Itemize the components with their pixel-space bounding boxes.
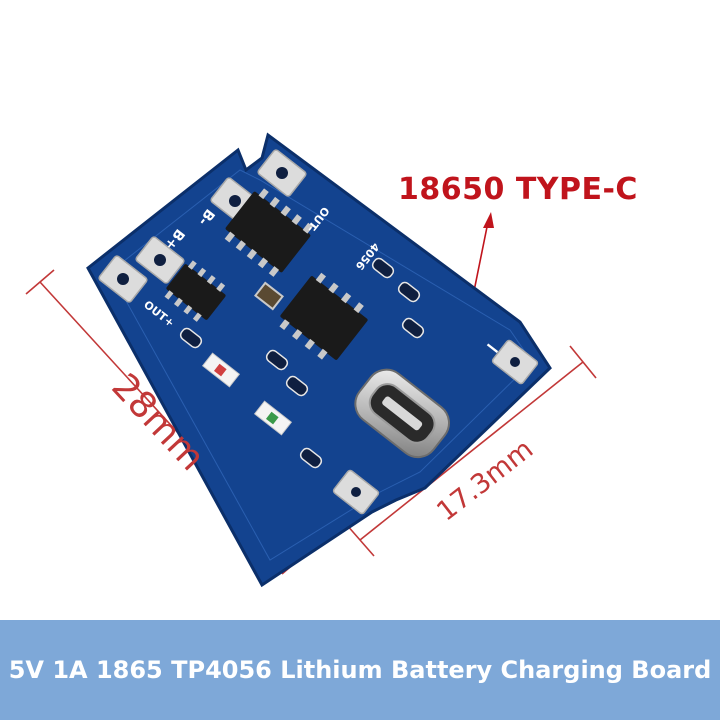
- caption-text: 5V 1A 1865 TP4056 Lithium Battery Chargi…: [8, 656, 712, 684]
- chip-tp4056: [279, 272, 368, 360]
- pcb-body: [86, 132, 552, 588]
- chip-protection-ic: [224, 188, 313, 277]
- inductor: [254, 281, 284, 311]
- led-indicators: [201, 352, 293, 436]
- product-photo: B- B+ OUT- 4056 OUT+ − 28mm 17.3mm: [25, 132, 597, 588]
- chip-mosfet: [164, 260, 226, 322]
- caption-banner: 5V 1A 1865 TP4056 Lithium Battery Chargi…: [0, 620, 720, 720]
- dimension-line-width: [359, 361, 584, 541]
- type-c-callout: 18650 TYPE-C: [398, 172, 638, 207]
- pcb-board: B- B+ OUT- 4056 OUT+ −: [86, 132, 552, 588]
- usb-type-c-connector: [354, 368, 450, 459]
